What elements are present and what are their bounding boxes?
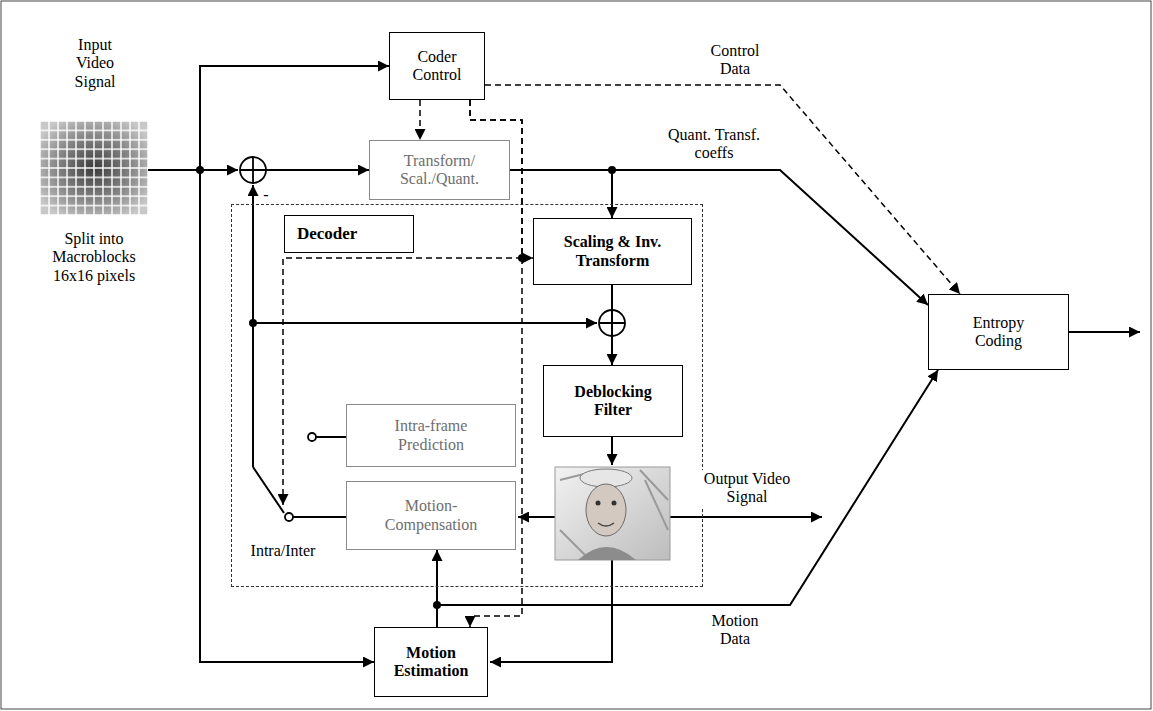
- note: Split into Macroblocks 16x16 pixels: [38, 230, 150, 285]
- control-wire: [283, 258, 522, 505]
- process-box: Intra-frame Prediction: [346, 404, 516, 467]
- data-arrow: [611, 285, 613, 365]
- switch-name: Intra/Inter: [238, 542, 328, 560]
- data-arrow: [510, 170, 928, 305]
- process-box: Motion Estimation: [374, 627, 488, 697]
- control-arrow: [485, 85, 960, 294]
- process-box: Scaling & Inv. Transform: [533, 218, 692, 285]
- edge-label: Quant. Transf. coeffs: [655, 126, 773, 163]
- box-label: Entropy Coding: [959, 314, 1039, 351]
- control-arrow: [419, 100, 421, 140]
- box-label: Scaling & Inv. Transform: [553, 233, 673, 270]
- signal-name: Output Video Signal: [698, 470, 796, 507]
- signal-wires: [148, 66, 1140, 662]
- box-label: Coder Control: [401, 48, 473, 85]
- signal-name: Input Video Signal: [58, 36, 132, 91]
- data-arrow: [510, 170, 612, 218]
- process-box: Deblocking Filter: [543, 365, 683, 437]
- group-region: Decoder Scaling & Inv. TransformDeblockin…: [231, 204, 703, 587]
- box-label: Intra-frame Prediction: [381, 417, 481, 454]
- output-picture: [555, 467, 670, 560]
- process-box: Coder Control: [389, 32, 485, 100]
- sign-mark: -: [261, 186, 271, 204]
- macroblock-grid: [40, 121, 148, 215]
- box-label: Transform/ Scal./Quant.: [385, 152, 495, 189]
- edge-label: Control Data: [700, 42, 770, 79]
- process-box: Entropy Coding: [928, 294, 1069, 370]
- process-box: Transform/ Scal./Quant.: [369, 140, 510, 200]
- switch-contact: [285, 433, 316, 521]
- box-label: Motion Estimation: [386, 644, 476, 681]
- group-heading: Decoder: [284, 215, 414, 253]
- process-box: Motion- Compensation: [346, 481, 516, 550]
- box-label: Deblocking Filter: [563, 383, 663, 420]
- box-label: Motion- Compensation: [376, 497, 486, 534]
- edge-label: Motion Data: [700, 612, 770, 649]
